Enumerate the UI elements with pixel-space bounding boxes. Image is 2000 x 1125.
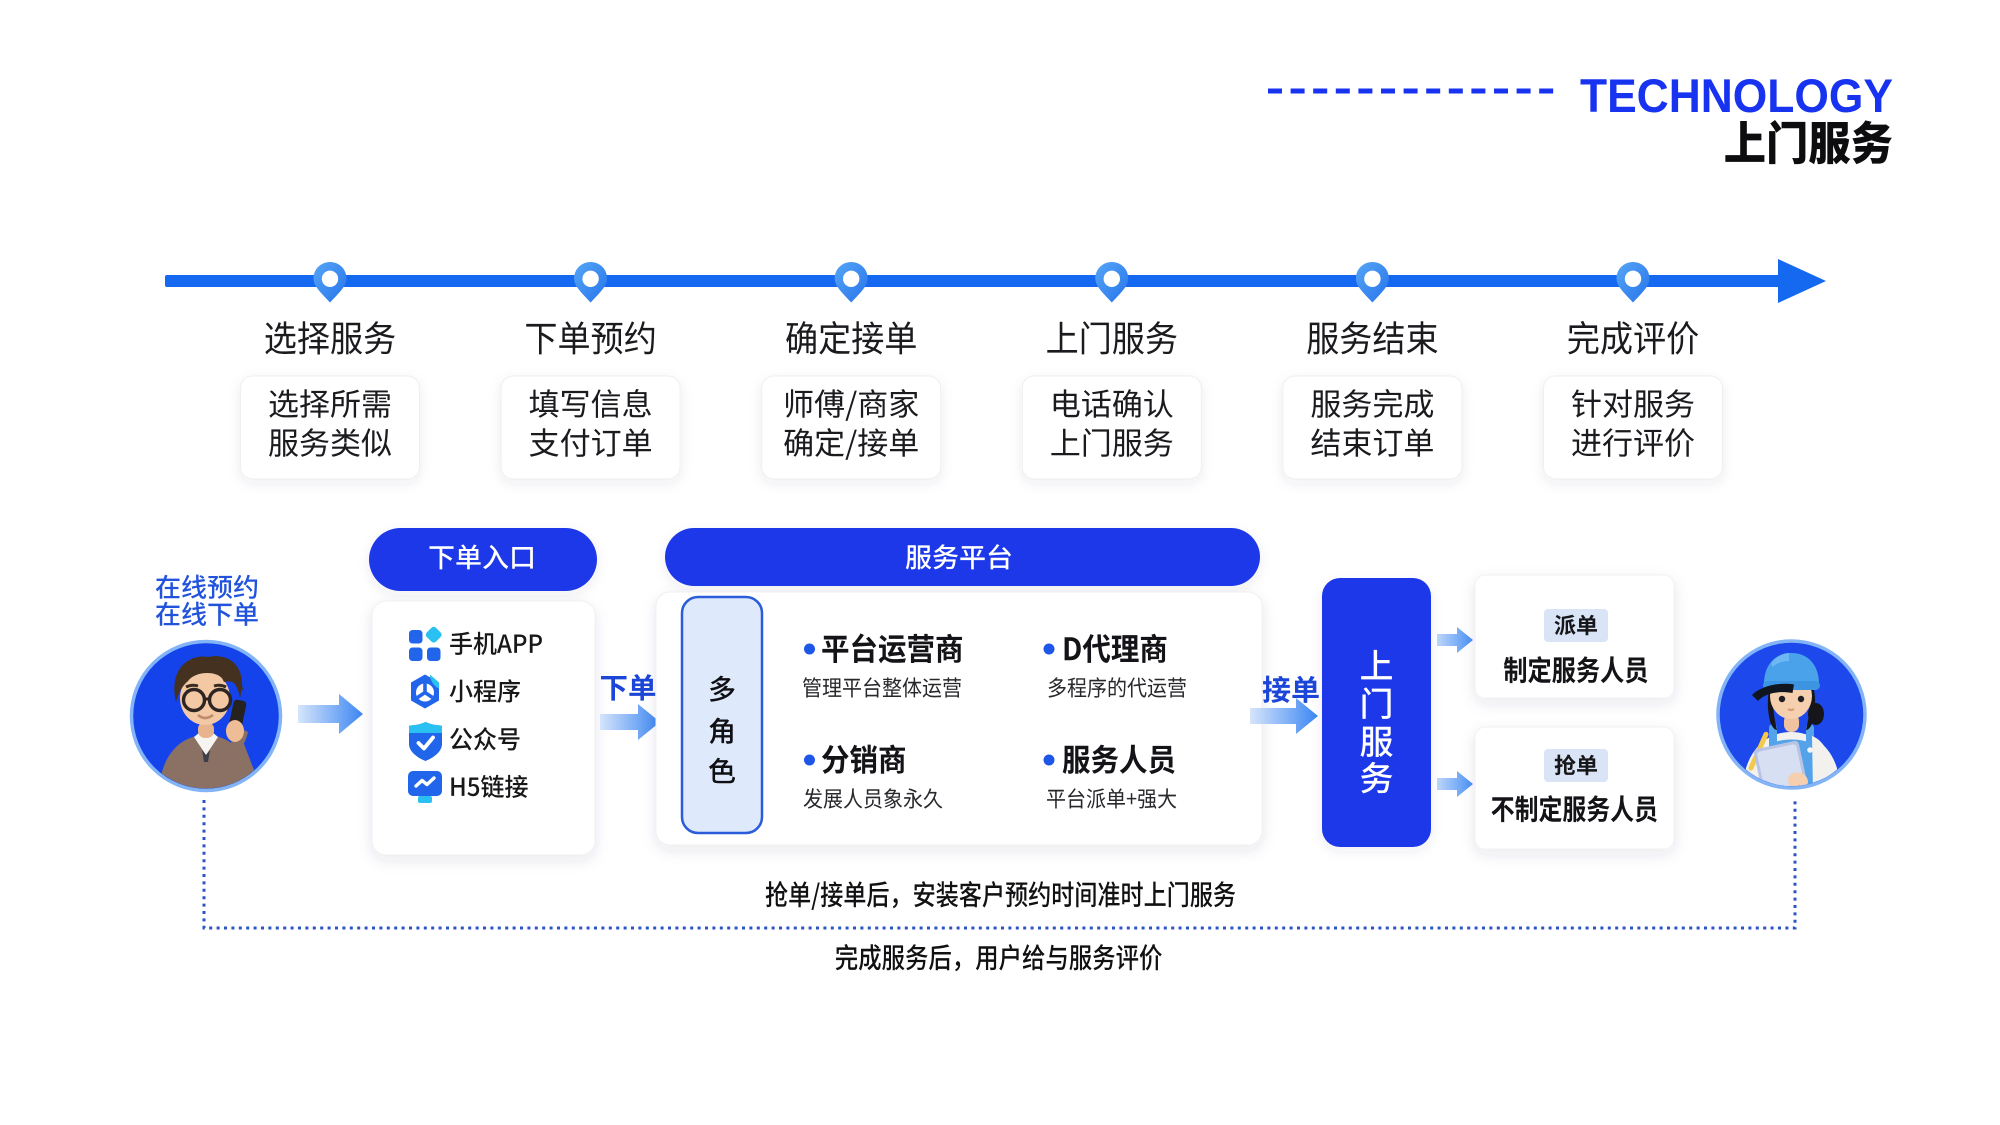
svg-text:TECHNOLOGY: TECHNOLOGY	[1580, 69, 1893, 122]
